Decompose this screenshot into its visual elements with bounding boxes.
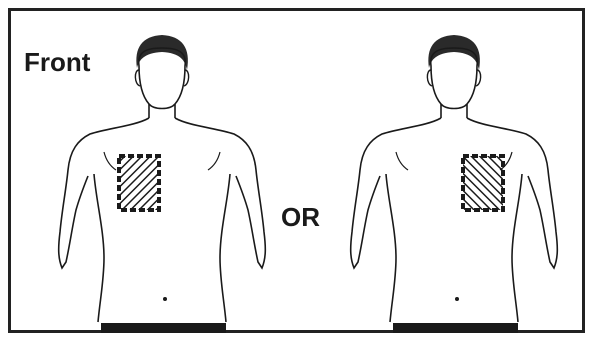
head-outline: [431, 48, 478, 109]
pad-placement-area: [119, 156, 159, 210]
or-label: OR: [281, 204, 320, 230]
torso-figure-left: [59, 35, 266, 333]
front-label: Front: [24, 49, 90, 75]
torso-figure-right: [351, 35, 558, 333]
pad-placement-area: [463, 156, 503, 210]
head-outline: [139, 48, 186, 109]
